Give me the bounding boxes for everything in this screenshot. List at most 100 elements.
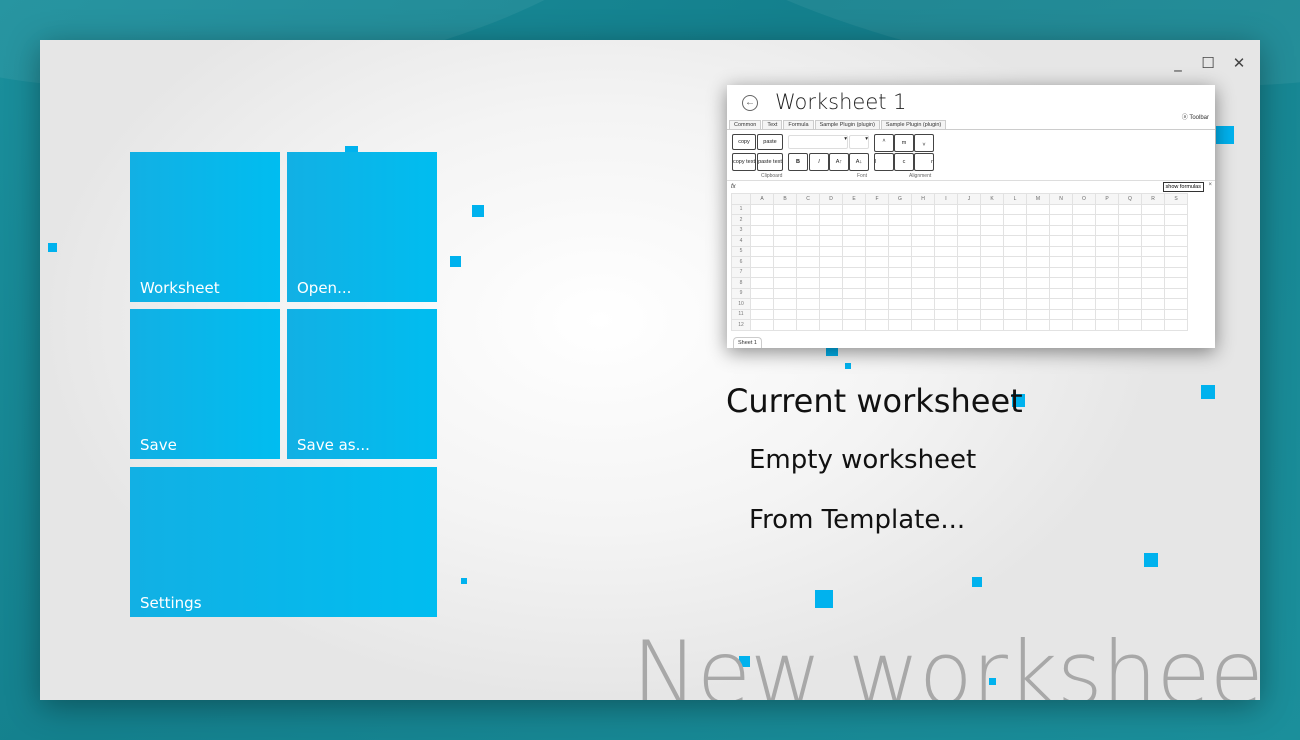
column-header: O (1072, 193, 1096, 205)
grid-cell (957, 298, 981, 310)
grid-cell (1141, 256, 1165, 268)
grid-cell (888, 277, 912, 289)
grid-cell (1118, 235, 1142, 247)
grid-cell (796, 308, 820, 320)
table-row: 7 (731, 266, 1188, 278)
grid-cell (1141, 235, 1165, 247)
grid-cell (1072, 298, 1096, 310)
grid-cell (1095, 298, 1119, 310)
page-title: New worksheet (632, 622, 1260, 700)
grid-cell (1095, 319, 1119, 331)
grid-cell (796, 235, 820, 247)
settings-tile[interactable]: Settings (130, 467, 437, 617)
grid-cell (1072, 266, 1096, 278)
grid-cell (842, 203, 866, 215)
grid-cell (865, 203, 889, 215)
bold-button: B (788, 153, 808, 171)
from-template-option[interactable]: From Template... (749, 505, 966, 535)
grid-cell (1164, 224, 1188, 236)
grid-cell (1049, 256, 1073, 268)
grid-cell (1003, 266, 1027, 278)
grid-cell (888, 214, 912, 226)
decor-square (1144, 553, 1158, 567)
grid-cell (773, 235, 797, 247)
decor-square (1012, 394, 1025, 407)
minimize-button[interactable]: _ (1174, 54, 1182, 72)
grid-cell (888, 203, 912, 215)
row-header: 10 (731, 298, 751, 310)
grid-cell (1118, 266, 1142, 278)
preview-title: Worksheet 1 (775, 90, 907, 114)
table-row: 2 (731, 214, 1188, 226)
grid-cell (819, 214, 843, 226)
decor-square (826, 348, 838, 356)
grid-cell (1141, 203, 1165, 215)
grid-cell (888, 266, 912, 278)
grid-cell (1118, 298, 1142, 310)
grid-cell (773, 298, 797, 310)
grid-cell (1049, 319, 1073, 331)
italic-button: I (809, 153, 829, 171)
row-header: 8 (731, 277, 751, 289)
align-right-button: r (914, 153, 934, 171)
grid-cell (819, 319, 843, 331)
grid-cell (842, 224, 866, 236)
column-header: S (1164, 193, 1188, 205)
grid-cell (1118, 319, 1142, 331)
grid-cell (888, 224, 912, 236)
row-header: 6 (731, 256, 751, 268)
grid-cell (1026, 298, 1050, 310)
worksheet-preview[interactable]: ← Worksheet 1 ⓐ Toolbar Common Text Form… (727, 85, 1215, 348)
open-tile[interactable]: Open... (287, 152, 437, 302)
decor-square (450, 256, 461, 267)
grid-cell (1141, 277, 1165, 289)
decor-square (739, 656, 750, 667)
grid-cell (1072, 203, 1096, 215)
decor-square (472, 205, 484, 217)
close-button[interactable]: ✕ (1232, 54, 1246, 72)
grid-cell (1164, 287, 1188, 299)
show-formulas-button: show formulas (1162, 182, 1204, 192)
empty-worksheet-option[interactable]: Empty worksheet (749, 445, 977, 475)
grid-cell (1026, 235, 1050, 247)
grid-cell (819, 235, 843, 247)
grid-cell (773, 308, 797, 320)
grid-cell (980, 277, 1004, 289)
grid-cell (796, 266, 820, 278)
grid-cell (842, 319, 866, 331)
grid-cell (842, 287, 866, 299)
column-header: L (1003, 193, 1027, 205)
font-family-select: ▾ (788, 135, 848, 149)
column-header: E (842, 193, 866, 205)
grid-cell (773, 203, 797, 215)
maximize-button[interactable]: ☐ (1201, 54, 1215, 72)
grid-cell (1164, 298, 1188, 310)
save-tile[interactable]: Save (130, 309, 280, 459)
grid-cell (888, 308, 912, 320)
grid-cell (1095, 266, 1119, 278)
worksheet-tile[interactable]: Worksheet (130, 152, 280, 302)
table-row: 6 (731, 256, 1188, 268)
tile-label: Save (140, 436, 177, 454)
grid-cell (1003, 256, 1027, 268)
align-bottom-button: ˅ (914, 134, 934, 152)
grid-cell (819, 266, 843, 278)
grid-cell (1164, 245, 1188, 257)
back-arrow-icon: ← (742, 95, 758, 111)
font-grow-button: A↑ (829, 153, 849, 171)
grid-cell (1095, 245, 1119, 257)
save-as-tile[interactable]: Save as... (287, 309, 437, 459)
row-header: 11 (731, 308, 751, 320)
grid-cell (980, 203, 1004, 215)
paste-text-button: paste text (757, 153, 783, 171)
grid-cell (934, 298, 958, 310)
group-label: Font (857, 173, 868, 179)
grid-cell (773, 319, 797, 331)
paste-button: paste (757, 134, 783, 150)
grid-cell (1164, 266, 1188, 278)
current-worksheet-option[interactable]: Current worksheet (726, 382, 1023, 420)
grid-cell (1118, 224, 1142, 236)
grid-cell (1141, 224, 1165, 236)
